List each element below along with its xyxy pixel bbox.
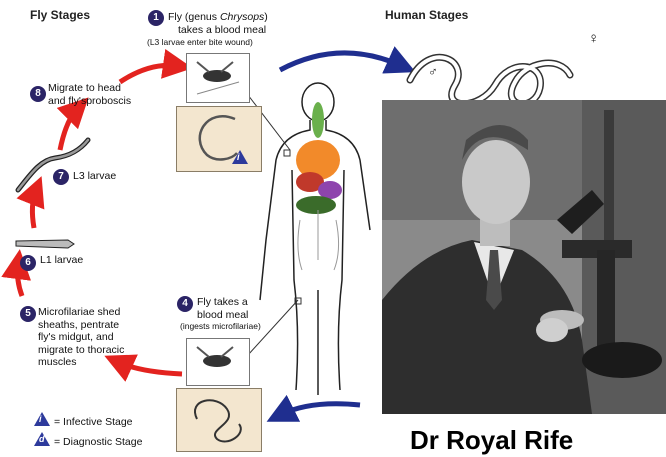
arrow-blue-1-to-human <box>280 53 402 70</box>
step-7-label: L3 larvae <box>73 170 116 183</box>
arrow-red-5-to-6 <box>18 264 23 296</box>
legend-infective-icon: i <box>34 412 50 426</box>
l3-larvae <box>18 140 88 190</box>
step-1-note: (L3 larvae enter bite wound) <box>147 37 253 47</box>
step-4-note: (ingests microfilariae) <box>180 321 261 331</box>
step-6-label: L1 larvae <box>40 254 83 267</box>
arrow-red-6-to-7 <box>32 190 36 228</box>
arrow-red-8-to-1 <box>120 65 178 82</box>
arrow-blue-human-to-4 <box>280 404 360 415</box>
infective-stage-marker: i <box>232 150 248 164</box>
male-symbol: ♂ <box>428 64 438 79</box>
female-symbol: ♀ <box>588 30 599 47</box>
legend-infective-label: = Infective Stage <box>54 416 133 429</box>
l3-larva-image-box <box>176 106 262 172</box>
photo-caption: Dr Royal Rife <box>410 425 573 456</box>
step-7-badge: 7 <box>53 169 69 185</box>
step-1-badge: 1 <box>148 10 164 26</box>
microfilaria-image-box <box>176 388 262 452</box>
scientist-photo <box>382 100 666 414</box>
step-4-badge: 4 <box>177 296 193 312</box>
arrow-red-4-to-5 <box>118 362 182 374</box>
step-5-badge: 5 <box>20 306 36 322</box>
fly-image-box-bottom <box>186 338 250 386</box>
step-6-badge: 6 <box>20 255 36 271</box>
l1-larvae <box>16 240 74 248</box>
legend-diagnostic-icon: d <box>34 432 50 446</box>
fly-image-box-top <box>186 53 250 103</box>
legend-diagnostic-label: = Diagnostic Stage <box>54 436 142 449</box>
step-1-label: Fly (genus Chrysops) takes a blood meal <box>168 11 268 36</box>
step-8-badge: 8 <box>30 86 46 102</box>
arrow-red-7-to-8 <box>60 108 78 150</box>
